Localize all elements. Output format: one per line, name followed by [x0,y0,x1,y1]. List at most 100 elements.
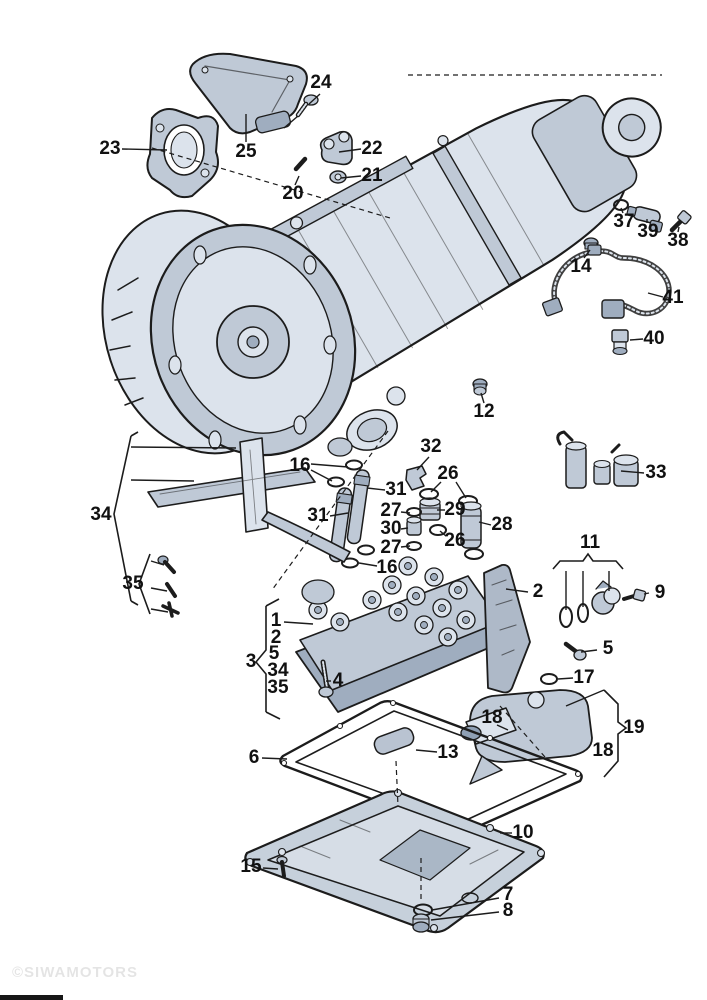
leader-8 [430,911,500,921]
leader-14 [583,249,591,259]
callout-10-45: 10 [512,822,534,843]
leader-2 [505,588,529,593]
bracket-19-leader [565,689,605,707]
brace-34-tick [130,600,139,606]
callout-5-33: 5 [268,643,280,664]
brace-34-leader [130,479,195,482]
callout-25-2: 25 [235,141,257,162]
leader-16 [310,469,333,482]
leader-15 [262,867,279,870]
leader-5 [580,649,598,653]
sensor-11 [591,580,621,615]
callout-26-24: 26 [444,530,466,551]
brace-34-leader [130,446,237,449]
brace-34 [113,435,132,602]
leader-24 [308,93,321,105]
brace-35-leader [150,587,168,592]
leader-32 [416,456,430,471]
callout-21-4: 21 [361,165,383,186]
callout-35-28: 35 [122,573,144,594]
cover-25 [189,52,308,135]
pipes-33 [556,430,639,489]
corner-bar [0,995,63,1000]
leader-38 [677,226,680,233]
callout-13-44: 13 [437,742,459,763]
valve-body [295,556,513,713]
bracket-11 [552,552,624,570]
callout-4-38: 4 [332,670,344,691]
callout-20-5: 20 [282,183,304,204]
callout-3-34: 3 [245,651,257,672]
callout-27-26: 27 [380,537,402,558]
bolt-15 [276,855,288,878]
callout-17-39: 17 [573,667,595,688]
leader-41 [647,292,664,298]
callout-24-0: 24 [310,72,332,93]
bell-housing [101,209,406,457]
clip-32 [405,465,427,491]
callout-14-9: 14 [570,256,592,277]
bolt-38 [669,210,692,233]
leader-23 [121,148,168,151]
callout-26-15: 26 [437,463,459,484]
leader-9 [643,592,650,595]
tube-31-right [346,469,371,545]
dashed-guide-line [499,705,546,758]
connector-40 [611,329,629,356]
callout-18-40: 18 [481,707,503,728]
bracket-19 [603,689,628,778]
bolt-4 [318,659,334,698]
brace-35-leader [150,560,165,566]
pin-20 [293,156,308,172]
leader-20 [294,175,300,186]
callout-39-7: 39 [637,221,659,242]
leader-16 [358,562,378,567]
oring-37 [613,199,629,211]
callout-34-21: 34 [90,504,112,525]
plate-2 [483,563,531,694]
leader-16 [310,463,349,468]
bracket-22 [319,130,353,166]
fasteners-35 [157,555,180,618]
leader-33 [620,470,645,474]
callout-5-37: 5 [602,638,614,659]
leader-6 [261,757,288,760]
dashed-guide-line [271,430,389,591]
brace-35-leader [150,608,169,613]
brace-3-tick [265,598,280,607]
leader-1 [283,621,314,625]
bolt-5 [563,641,587,661]
leader-31 [329,512,349,517]
leader-28 [478,521,492,526]
leader-31 [366,487,386,491]
bolt-9 [622,588,647,602]
leader-26 [455,481,467,499]
leader-21 [340,175,362,179]
leader-24 [283,115,299,129]
harness-41 [542,244,672,319]
leader-30 [400,527,409,530]
callout-2-29: 2 [532,581,544,602]
callout-28-22: 28 [491,514,513,535]
magnet-13 [373,727,415,755]
callout-35-36: 35 [267,677,289,698]
plug-12 [472,378,488,396]
leader-37 [620,207,624,214]
callout-15-46: 15 [240,856,262,877]
callout-19-41: 19 [623,717,645,738]
bracket-23 [146,108,219,199]
oil-pan-10 [244,788,546,934]
callout-16-27: 16 [376,557,398,578]
callout-32-13: 32 [420,436,442,457]
callout-2-32: 2 [270,627,282,648]
callout-40-11: 40 [643,328,665,349]
tube-31-left [328,487,353,563]
sensor-39 [626,205,663,233]
brace-35 [138,553,151,615]
callout-11-25: 11 [579,532,601,553]
callout-30-23: 30 [380,518,402,539]
leader-13 [415,749,438,753]
callout-12-12: 12 [473,401,495,422]
